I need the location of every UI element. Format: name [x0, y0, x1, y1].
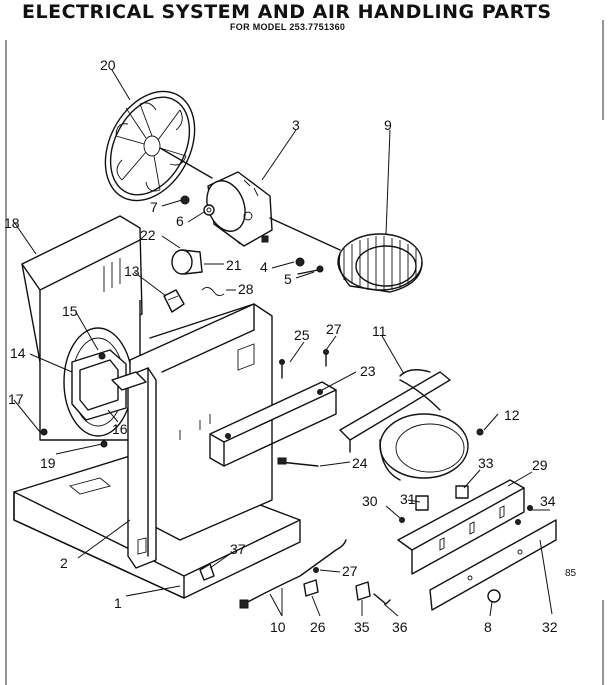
- page-subtitle: FOR MODEL 253.7751360: [230, 22, 346, 32]
- callout-27-bottom: 27: [342, 563, 358, 579]
- callout-9: 9: [384, 117, 392, 133]
- callout-14: 14: [10, 345, 26, 361]
- page-title: ELECTRICAL SYSTEM AND AIR HANDLING PARTS: [22, 1, 552, 23]
- callout-19: 19: [40, 455, 56, 471]
- callout-2: 2: [60, 555, 68, 571]
- vertical-channel: [111, 367, 157, 569]
- callout-20: 20: [100, 57, 116, 73]
- capacitor: [171, 249, 203, 275]
- bolt-5: [297, 265, 324, 275]
- callout-23: 23: [360, 363, 376, 379]
- blower-scroll: [339, 369, 469, 481]
- callout-31: 31: [400, 491, 416, 507]
- screw-27-bottom: [313, 567, 319, 573]
- fan-blade-wheel: [104, 90, 213, 202]
- part-36: [373, 593, 391, 605]
- callout-11: 11: [372, 323, 387, 339]
- callout-17: 17: [8, 391, 24, 407]
- screw-25: [279, 359, 285, 379]
- washer-6: [203, 204, 215, 216]
- callout-5: 5: [284, 271, 292, 287]
- callout-22: 22: [140, 227, 156, 243]
- callout-26: 26: [310, 619, 326, 635]
- wire-28: [201, 287, 225, 297]
- callout-35: 35: [354, 619, 370, 635]
- part-26: [303, 579, 319, 597]
- callout-7: 7: [150, 199, 158, 215]
- callout-29: 29: [532, 457, 548, 473]
- bracket-13: [163, 289, 185, 313]
- part-35: [355, 581, 371, 601]
- callout-18: 18: [4, 215, 20, 231]
- callout-34: 34: [540, 493, 556, 509]
- screw-27-top: [323, 349, 329, 367]
- switch-33: [455, 485, 469, 499]
- callout-37: 37: [230, 541, 246, 557]
- callout-27-top: 27: [326, 321, 342, 337]
- callout-12: 12: [504, 407, 520, 423]
- screw-30: [399, 517, 405, 523]
- callout-24: 24: [352, 455, 368, 471]
- leader-lines: [13, 69, 553, 617]
- callout-30: 30: [362, 493, 378, 509]
- knob-8: [487, 589, 501, 603]
- callout-36: 36: [392, 619, 408, 635]
- callout-15: 15: [62, 303, 78, 319]
- switch-31: [415, 495, 429, 511]
- callout-16: 16: [112, 421, 128, 437]
- nut-4: [295, 257, 305, 267]
- callout-10: 10: [270, 619, 286, 635]
- shelf-bracket: [209, 381, 337, 467]
- screw-12: [476, 428, 484, 436]
- callout-3: 3: [292, 117, 300, 133]
- callout-8: 8: [484, 619, 492, 635]
- nut-7: [180, 195, 190, 205]
- screw-34: [515, 505, 533, 525]
- control-bracket: [71, 349, 127, 421]
- callout-4: 4: [260, 259, 268, 275]
- callout-28: 28: [238, 281, 254, 297]
- callout-33: 33: [478, 455, 494, 471]
- control-panel: [397, 479, 525, 575]
- callout-21: 21: [226, 257, 242, 273]
- callout-32: 32: [542, 619, 558, 635]
- callout-25: 25: [294, 327, 310, 343]
- blower-wheel: [337, 233, 423, 293]
- harness-24: [277, 457, 319, 467]
- callout-13: 13: [124, 263, 140, 279]
- front-plate: [429, 519, 557, 611]
- callout-6: 6: [176, 213, 184, 229]
- fan-motor: [206, 171, 341, 251]
- callout-1: 1: [114, 595, 122, 611]
- power-cord-10: [239, 539, 347, 609]
- page-footnote: 85: [565, 568, 577, 579]
